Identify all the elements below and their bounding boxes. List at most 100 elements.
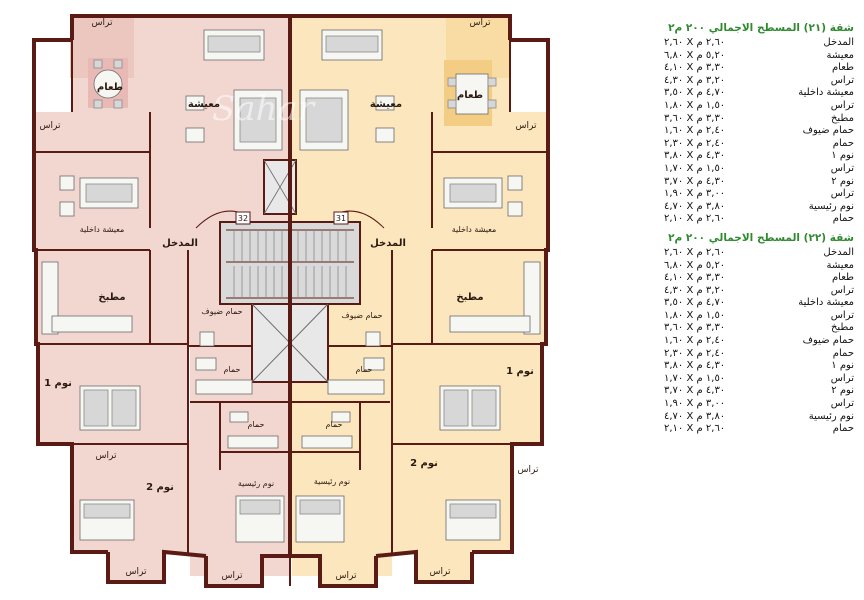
room-dimensions: ٦,٨٠ X ٥,٢٠ م <box>664 49 726 61</box>
area-schedule: شقة (٢١) المسطح الاجمالي ٢٠٠ م٢ المدخل ٢,… <box>664 18 854 442</box>
apartment-title: شقة (٢٢) المسطح الاجمالي ٢٠٠ م٢ <box>668 231 854 244</box>
room-dimensions: ١,٧٠ X ١,٥٠ م <box>664 162 726 174</box>
room-dimensions: ٤,٧٠ X ٣,٨٠ م <box>664 200 726 212</box>
room-name: معيشة <box>826 259 854 271</box>
right-unit-labels: تراس طعام معيشة تراس معيشة داخلية المدخل… <box>314 18 539 581</box>
label-terrace-bed1-left: تراس <box>96 451 117 461</box>
room-dimensions: ٣,٥٠ X ٤,٧٠ م <box>664 87 726 99</box>
apartment-22-schedule: شقة (٢٢) المسطح الاجمالي ٢٠٠ م٢ المدخل ٢,… <box>664 232 854 436</box>
room-dimensions: ٢,٦٠ X ٢,٦٠ م <box>664 37 726 48</box>
room-name: نوم ١ <box>831 150 854 162</box>
room-dimensions: ٤,٣٠ X ٣,٢٠ م <box>664 284 726 296</box>
label-entrance-left: المدخل <box>162 238 198 249</box>
room-row: حمام ٢,٣٠ X ٢,٤٠ م <box>664 138 854 151</box>
apartment-title: شقة (٢١) المسطح الاجمالي ٢٠٠ م٢ <box>668 22 854 34</box>
room-name: حمام ضيوف <box>802 335 854 347</box>
label-bed1-right: نوم 1 <box>506 366 534 377</box>
label-terrace-bottom-mid-left: تراس <box>222 571 243 581</box>
label-master-bed-left: نوم رئيسية <box>238 479 274 488</box>
room-name: مطبخ <box>830 112 854 124</box>
room-dimensions: ٣,٨٠ X ٤,٣٠ م <box>664 150 726 162</box>
room-dimensions: ٣,٥٠ X ٤,٧٠ م <box>664 297 726 309</box>
room-dimensions: ٣,٧٠ X ٤,٣٠ م <box>664 385 726 397</box>
room-row: معيشة داخلية ٣,٥٠ X ٤,٧٠ م <box>664 87 854 100</box>
room-dimensions: ١,٨٠ X ١,٥٠ م <box>664 309 726 321</box>
room-name: طعام <box>831 62 854 74</box>
label-master-bed-right: نوم رئيسية <box>314 477 350 486</box>
label-living-right: معيشة <box>370 99 402 110</box>
room-dimensions: ١,٩٠ X ٣,٠٠ م <box>664 398 726 410</box>
room-name: حمام ضيوف <box>802 125 854 137</box>
room-name: حمام <box>832 347 854 359</box>
room-name: نوم رئيسية <box>808 200 854 212</box>
label-terrace-bottom-right: تراس <box>430 567 451 577</box>
room-name: نوم ١ <box>831 360 854 372</box>
room-name: حمام <box>832 137 854 149</box>
room-row: معيشة ٦,٨٠ X ٥,٢٠ م <box>664 50 854 63</box>
room-name: معيشة داخلية <box>798 297 854 309</box>
label-terrace-bottom-left: تراس <box>126 567 147 577</box>
label-bath2-right: حمام <box>326 420 343 429</box>
room-row: نوم رئيسية ٤,٧٠ X ٣,٨٠ م <box>664 201 854 214</box>
room-row: تراس ٤,٣٠ X ٣,٢٠ م <box>664 75 854 88</box>
furniture-right <box>295 29 541 543</box>
room-row: تراس ١,٩٠ X ٣,٠٠ م <box>664 188 854 201</box>
room-dimensions: ٤,٧٠ X ٣,٨٠ م <box>664 410 726 422</box>
label-bed2-right: نوم 2 <box>410 458 438 469</box>
floor-plan: Sahar تراس طعام معيشة تراس معيشة داخلية … <box>32 14 550 588</box>
room-dimensions: ١,٨٠ X ١,٥٠ م <box>664 99 726 111</box>
room-name: نوم رئيسية <box>808 410 854 422</box>
room-name: المدخل <box>823 37 854 48</box>
room-name: حمام <box>832 423 854 435</box>
room-dimensions: ٦,٨٠ X ٥,٢٠ م <box>664 259 726 271</box>
label-guest-bath-left: حمام ضيوف <box>201 307 242 316</box>
label-terrace-left-upper: تراس <box>40 121 61 131</box>
label-bath-left: حمام <box>224 365 241 374</box>
room-name: المدخل <box>823 246 854 258</box>
room-dimensions: ٢,١٠ X ٢,٦٠ م <box>664 213 726 225</box>
room-row: المدخل ٢,٦٠ X ٢,٦٠ م <box>664 247 854 260</box>
room-dimensions: ٤,١٠ X ٣,٣٠ م <box>664 272 726 284</box>
label-terrace-bed1-right: تراس <box>518 465 539 475</box>
room-name: معيشة <box>826 49 854 61</box>
label-stair-right-number: 31 <box>336 214 346 223</box>
label-dining-right: طعام <box>457 90 483 101</box>
label-bed2-left: نوم 2 <box>146 482 174 493</box>
room-row: معيشة ٦,٨٠ X ٥,٢٠ م <box>664 260 854 273</box>
room-dimensions: ١,٧٠ X ١,٥٠ م <box>664 372 726 384</box>
label-kitchen-left: مطبخ <box>98 292 125 303</box>
room-name: تراس <box>830 74 854 86</box>
label-dining-left: طعام <box>97 82 123 93</box>
room-dimensions: ٢,٣٠ X ٢,٤٠ م <box>664 137 726 149</box>
room-name: تراس <box>830 398 854 410</box>
room-dimensions: ٤,٣٠ X ٣,٢٠ م <box>664 74 726 86</box>
room-row: نوم رئيسية ٤,٧٠ X ٣,٨٠ م <box>664 411 854 424</box>
left-unit-labels: تراس طعام معيشة تراس معيشة داخلية المدخل… <box>40 18 275 581</box>
room-row: حمام ضيوف ١,٦٠ X ٢,٤٠ م <box>664 125 854 138</box>
label-terrace-bottom-mid-right: تراس <box>336 571 357 581</box>
room-dimensions: ٢,١٠ X ٢,٦٠ م <box>664 423 726 435</box>
room-dimensions: ١,٩٠ X ٣,٠٠ م <box>664 188 726 200</box>
label-bed1-left: نوم 1 <box>44 378 72 389</box>
room-dimensions: ١,٦٠ X ٢,٤٠ م <box>664 125 726 137</box>
room-name: معيشة داخلية <box>798 87 854 99</box>
label-bath2-left: حمام <box>248 420 265 429</box>
label-entrance-right: المدخل <box>370 238 406 249</box>
room-name: تراس <box>830 188 854 200</box>
label-living-left: معيشة <box>188 99 220 110</box>
room-dimensions: ٢,٦٠ X ٢,٦٠ م <box>664 246 726 258</box>
walls <box>32 14 550 588</box>
